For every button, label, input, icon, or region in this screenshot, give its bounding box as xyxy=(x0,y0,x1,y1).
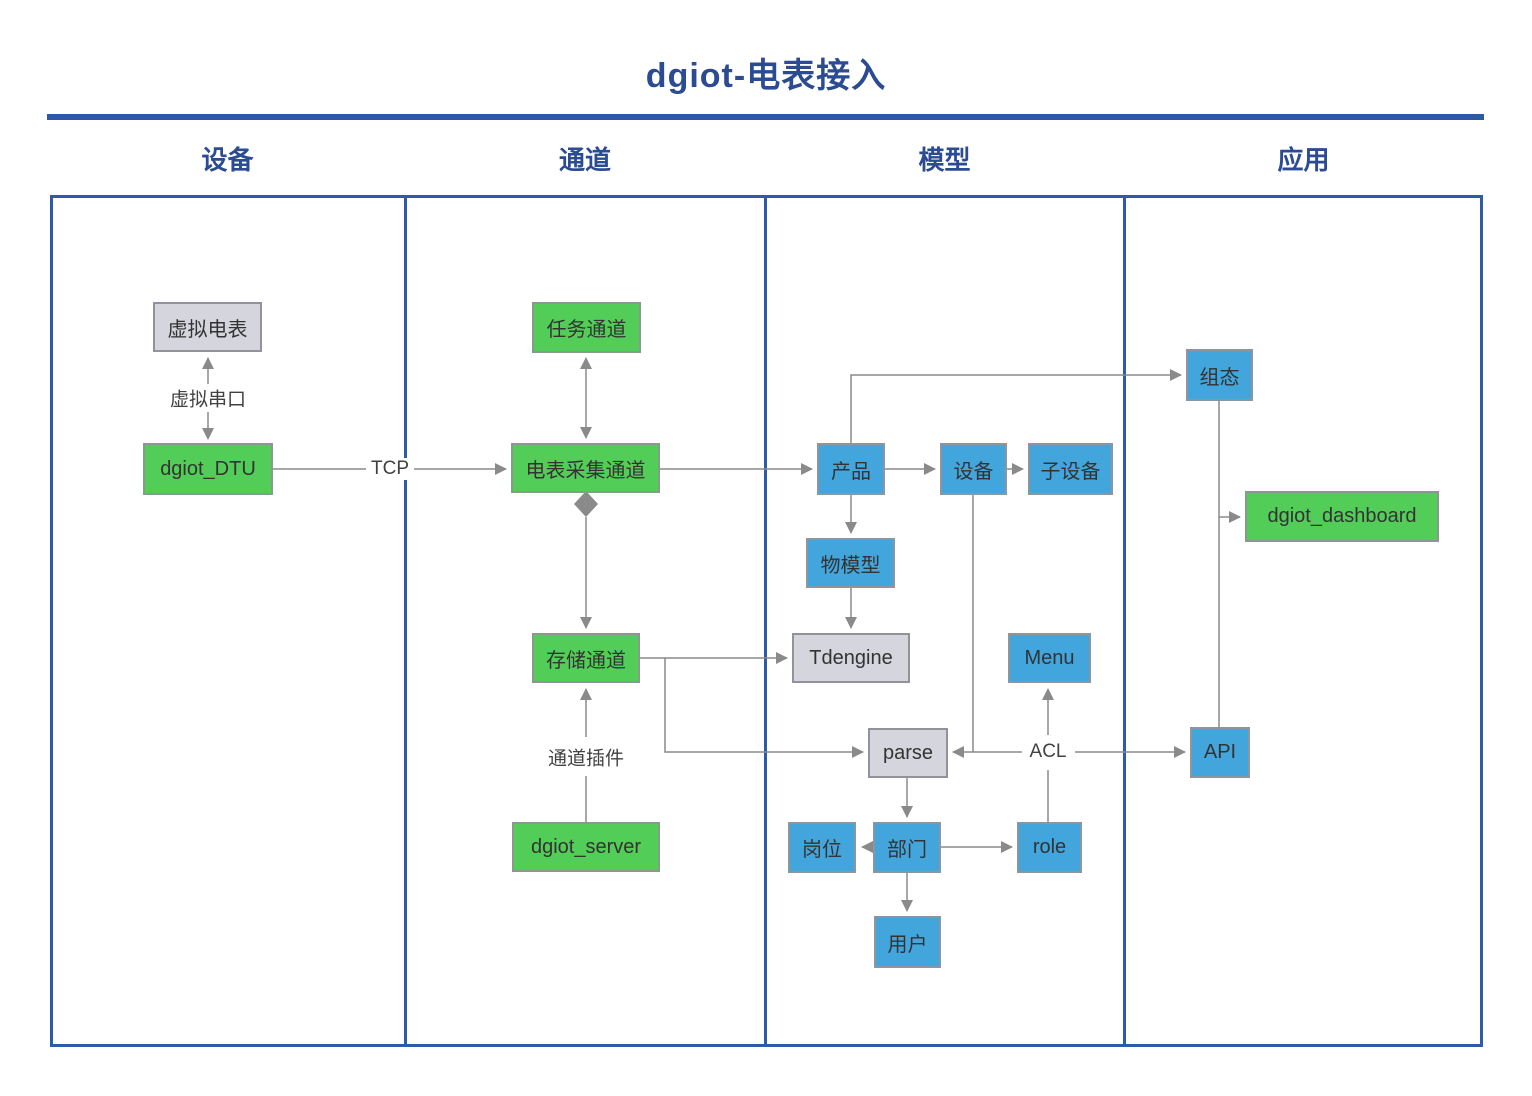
lane-divider-2 xyxy=(764,195,767,1047)
node-task-channel[interactable]: 任务通道 xyxy=(532,302,641,353)
node-thing-model[interactable]: 物模型 xyxy=(806,538,895,588)
lane-header-application: 应用 xyxy=(1277,145,1330,175)
lane-header-device: 设备 xyxy=(201,145,254,175)
node-department[interactable]: 部门 xyxy=(873,822,941,873)
node-meter-collect-channel[interactable]: 电表采集通道 xyxy=(511,443,660,493)
node-dgiot-server[interactable]: dgiot_server xyxy=(512,822,660,872)
edge-label-channel-plugin: 通道插件 xyxy=(542,743,630,771)
node-parse[interactable]: parse xyxy=(868,728,948,778)
diamond-connector xyxy=(574,491,598,517)
lane-header-channel: 通道 xyxy=(558,145,611,175)
node-dashboard[interactable]: dgiot_dashboard xyxy=(1245,491,1439,542)
page-title: dgiot-电表接入 xyxy=(645,57,887,95)
node-tdengine[interactable]: Tdengine xyxy=(792,633,910,683)
node-sub-device[interactable]: 子设备 xyxy=(1028,443,1113,495)
node-product[interactable]: 产品 xyxy=(817,443,885,495)
edge-storage-to-parse xyxy=(664,658,864,758)
node-dgiot-dtu[interactable]: dgiot_DTU xyxy=(143,443,273,495)
lane-divider-3 xyxy=(1123,195,1126,1047)
edge-product-to-config xyxy=(850,369,1182,443)
node-api[interactable]: API xyxy=(1190,727,1250,778)
node-device[interactable]: 设备 xyxy=(940,443,1007,495)
lane-header-model: 模型 xyxy=(918,145,971,175)
node-user[interactable]: 用户 xyxy=(874,916,941,968)
lane-divider-1 xyxy=(404,195,407,1047)
edge-label-tcp: TCP xyxy=(366,458,414,480)
title-underline xyxy=(47,114,1484,120)
node-role[interactable]: role xyxy=(1017,822,1082,873)
node-post[interactable]: 岗位 xyxy=(788,822,856,873)
node-config[interactable]: 组态 xyxy=(1186,349,1253,401)
node-virtual-meter[interactable]: 虚拟电表 xyxy=(153,302,262,352)
node-menu[interactable]: Menu xyxy=(1008,633,1091,683)
edge-label-acl: ACL xyxy=(1024,741,1072,763)
edge-label-virtual-serial: 虚拟串口 xyxy=(164,384,252,412)
node-storage-channel[interactable]: 存储通道 xyxy=(532,633,640,683)
